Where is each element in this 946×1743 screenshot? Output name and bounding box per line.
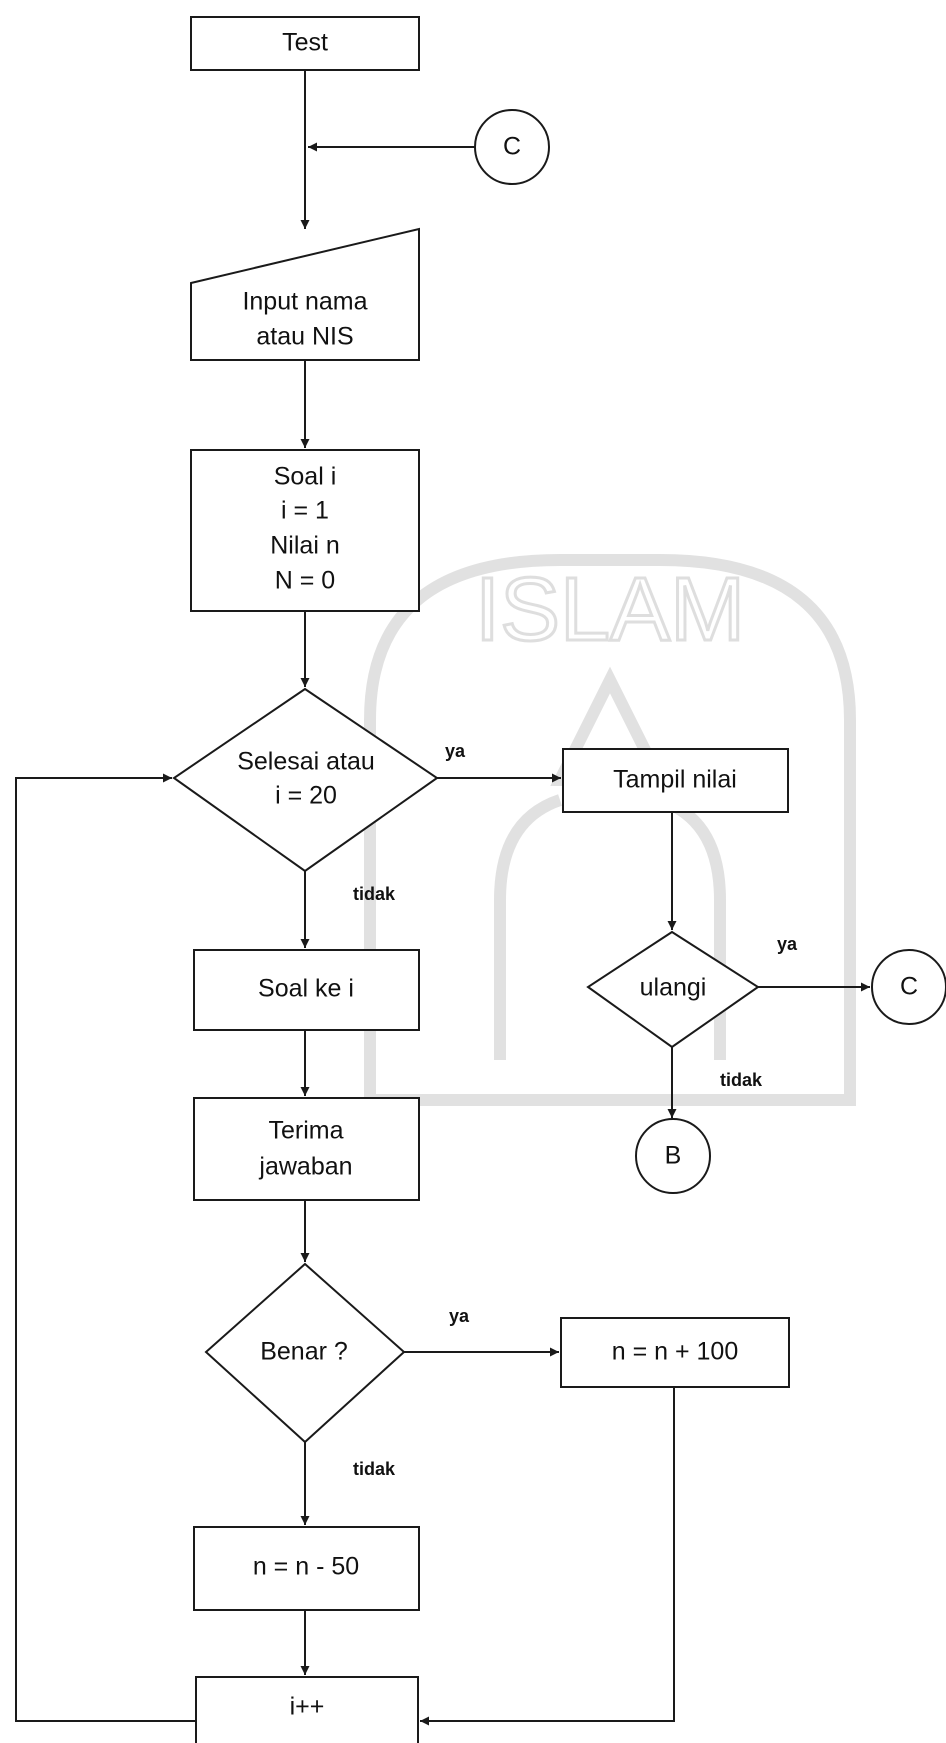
edge-label-finish-yes: ya	[445, 741, 466, 761]
connector-b: B	[635, 1118, 711, 1194]
flow-lines	[15, 70, 870, 1726]
connector-b-label: B	[665, 1142, 682, 1170]
init-process-node: Soal i i = 1 Nilai n N = 0	[190, 449, 420, 612]
add-score-node: n = n + 100	[560, 1317, 790, 1388]
connector-c-top-label: C	[503, 133, 521, 161]
init-line-1: Soal i	[274, 463, 337, 491]
connector-c-right: C	[871, 949, 946, 1025]
subtract-score-label: n = n - 50	[253, 1553, 359, 1581]
university-emblem-watermark: ISLAM	[364, 554, 856, 1106]
start-node: Test	[190, 16, 420, 71]
add-score-label: n = n + 100	[612, 1338, 739, 1366]
show-score-node: Tampil nilai	[562, 748, 789, 813]
init-line-4: N = 0	[275, 567, 335, 595]
decision-correct-label: Benar ?	[260, 1338, 348, 1366]
input-node: Input nama atau NIS	[190, 227, 420, 361]
subtract-score-node: n = n - 50	[193, 1526, 420, 1611]
watermark-text: ISLAM	[475, 560, 745, 660]
edge-label-repeat-no: tidak	[720, 1070, 763, 1090]
input-label-line-1: Input nama	[242, 288, 367, 316]
init-line-3: Nilai n	[270, 532, 339, 560]
receive-answer-line-1: Terima	[268, 1117, 343, 1145]
decision-repeat-node: ulangi	[586, 930, 760, 1049]
edge-label-finish-no: tidak	[353, 884, 396, 904]
receive-answer-line-2: jawaban	[258, 1153, 352, 1181]
decision-finish-line-1: Selesai atau	[237, 748, 375, 776]
edge-label-correct-no: tidak	[353, 1459, 396, 1479]
show-score-label: Tampil nilai	[613, 766, 737, 794]
increment-label: i++	[290, 1693, 325, 1721]
question-label: Soal ke i	[258, 975, 354, 1003]
start-label: Test	[282, 29, 328, 57]
edge-label-repeat-yes: ya	[777, 934, 798, 954]
decision-finish-line-2: i = 20	[275, 782, 337, 810]
init-line-2: i = 1	[281, 497, 329, 525]
input-label-line-2: atau NIS	[256, 323, 353, 351]
decision-repeat-label: ulangi	[640, 974, 707, 1002]
connector-c-right-label: C	[900, 973, 918, 1001]
question-node: Soal ke i	[193, 949, 420, 1031]
decision-correct-node: Benar ?	[204, 1262, 406, 1444]
decision-finish-node: Selesai atau i = 20	[172, 687, 439, 873]
increment-node: i++	[195, 1676, 419, 1743]
connector-c-top: C	[474, 109, 550, 185]
receive-answer-node: Terima jawaban	[193, 1097, 420, 1201]
edge-label-correct-yes: ya	[449, 1306, 470, 1326]
